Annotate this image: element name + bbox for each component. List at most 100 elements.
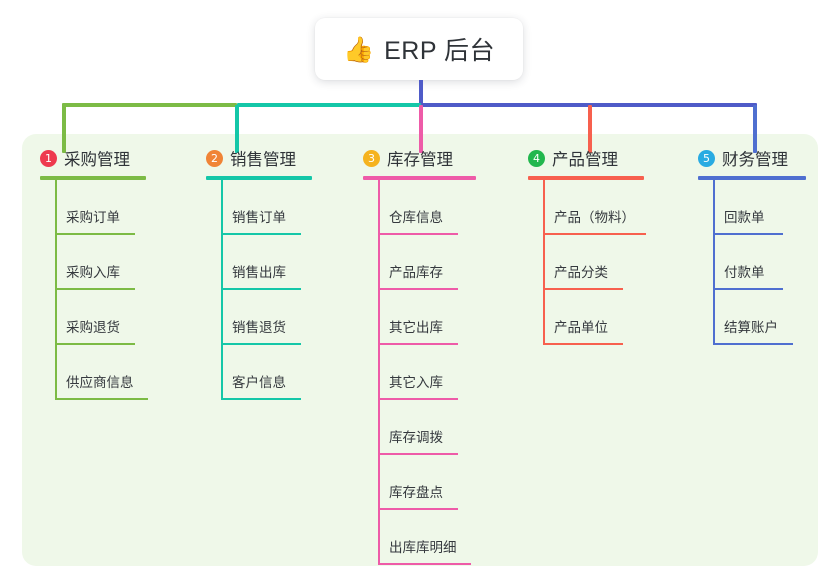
list-item-rule	[378, 233, 458, 235]
list-item-rule	[713, 233, 783, 235]
list-item-label: 产品分类	[554, 265, 608, 280]
list-item-rule	[55, 398, 148, 400]
drop-2	[235, 105, 239, 153]
list-item[interactable]: 销售退货	[206, 290, 312, 345]
list-item-label: 采购退货	[66, 320, 120, 335]
column-header-rule	[40, 176, 146, 180]
list-item[interactable]: 产品库存	[363, 235, 476, 290]
list-item-label: 供应商信息	[66, 375, 134, 390]
column-title: 销售管理	[230, 151, 296, 169]
drop-3	[419, 105, 423, 153]
list-item[interactable]: 出库库明细	[363, 510, 476, 565]
column-items: 产品（物料） 产品分类产品单位	[528, 180, 646, 345]
column-trunk-line	[543, 180, 545, 345]
list-item[interactable]: 采购入库	[40, 235, 146, 290]
column-title: 库存管理	[387, 151, 453, 169]
list-item-label: 付款单	[724, 265, 765, 280]
column-trunk-line	[55, 180, 57, 400]
list-item[interactable]: 其它出库	[363, 290, 476, 345]
column-trunk-line	[221, 180, 223, 400]
diagram-panel	[22, 134, 818, 566]
list-item-label: 出库库明细	[389, 540, 457, 555]
list-item[interactable]: 产品分类	[528, 235, 644, 290]
list-item[interactable]: 付款单	[698, 235, 806, 290]
list-item[interactable]: 结算账户	[698, 290, 806, 345]
list-item[interactable]: 销售出库	[206, 235, 312, 290]
list-item-label: 采购入库	[66, 265, 120, 280]
column-items: 仓库信息产品库存其它出库其它入库库存调拨库存盘点出库库明细	[363, 180, 476, 565]
list-item-rule	[378, 508, 458, 510]
column-header-3[interactable]: 3 库存管理	[363, 146, 476, 170]
number-badge-icon: 5	[698, 149, 715, 167]
list-item-label: 产品单位	[554, 320, 608, 335]
list-item-label: 其它入库	[389, 375, 443, 390]
list-item-label: 仓库信息	[389, 210, 443, 225]
list-item-label: 产品（物料）	[554, 210, 635, 225]
column-header-1[interactable]: 1 采购管理	[40, 146, 146, 170]
column-header-2[interactable]: 2 销售管理	[206, 146, 312, 170]
list-item-rule	[543, 233, 646, 235]
column-trunk-line	[713, 180, 715, 345]
drop-5	[753, 105, 757, 153]
thumbs-up-icon: 👍	[342, 34, 375, 64]
list-item-rule	[221, 233, 301, 235]
list-item[interactable]: 销售订单	[206, 180, 312, 235]
list-item[interactable]: 供应商信息	[40, 345, 148, 400]
column-items: 回款单付款单结算账户	[698, 180, 806, 345]
number-badge-icon: 2	[206, 149, 223, 167]
list-item-rule	[378, 563, 471, 565]
number-badge-icon: 4	[528, 149, 545, 167]
list-item-label: 销售出库	[232, 265, 286, 280]
number-badge-icon: 3	[363, 149, 380, 167]
list-item-rule	[378, 453, 458, 455]
column-3: 3 库存管理仓库信息产品库存其它出库其它入库库存调拨库存盘点出库库明细	[363, 146, 476, 565]
column-header-rule	[528, 176, 644, 180]
list-item-label: 其它出库	[389, 320, 443, 335]
column-title: 采购管理	[64, 151, 130, 169]
list-item-rule	[378, 398, 458, 400]
list-item-label: 客户信息	[232, 375, 286, 390]
list-item[interactable]: 其它入库	[363, 345, 476, 400]
list-item[interactable]: 产品（物料）	[528, 180, 646, 235]
list-item[interactable]: 回款单	[698, 180, 806, 235]
column-title: 财务管理	[722, 151, 788, 169]
column-items: 销售订单销售出库销售退货客户信息	[206, 180, 312, 400]
list-item-rule	[543, 343, 623, 345]
column-1: 1 采购管理采购订单采购入库采购退货供应商信息	[40, 146, 148, 400]
list-item-label: 销售退货	[232, 320, 286, 335]
list-item-label: 结算账户	[724, 320, 778, 335]
list-item-label: 库存盘点	[389, 485, 443, 500]
root-node-label: ERP 后台	[384, 37, 496, 65]
list-item-rule	[378, 288, 458, 290]
column-title: 产品管理	[552, 151, 618, 169]
list-item[interactable]: 采购退货	[40, 290, 146, 345]
list-item-rule	[221, 398, 301, 400]
column-4: 4 产品管理产品（物料） 产品分类产品单位	[528, 146, 646, 345]
list-item-label: 采购订单	[66, 210, 120, 225]
column-5: 5 财务管理回款单付款单结算账户	[698, 146, 806, 345]
column-header-4[interactable]: 4 产品管理	[528, 146, 644, 170]
list-item-rule	[221, 343, 301, 345]
list-item-rule	[55, 233, 135, 235]
column-items: 采购订单采购入库采购退货供应商信息	[40, 180, 148, 400]
root-node-card[interactable]: 👍 ERP 后台	[315, 18, 523, 80]
list-item-rule	[221, 288, 301, 290]
number-badge-icon: 1	[40, 149, 57, 167]
drop-1	[62, 105, 66, 153]
list-item-rule	[378, 343, 458, 345]
column-header-rule	[698, 176, 806, 180]
column-header-rule	[363, 176, 476, 180]
list-item[interactable]: 采购订单	[40, 180, 146, 235]
drop-4	[588, 105, 592, 153]
list-item[interactable]: 仓库信息	[363, 180, 476, 235]
list-item[interactable]: 库存盘点	[363, 455, 476, 510]
list-item-rule	[713, 288, 783, 290]
segment-green	[62, 103, 237, 107]
list-item-rule	[55, 288, 135, 290]
column-header-5[interactable]: 5 财务管理	[698, 146, 806, 170]
list-item-rule	[55, 343, 135, 345]
list-item[interactable]: 库存调拨	[363, 400, 476, 455]
list-item[interactable]: 客户信息	[206, 345, 312, 400]
list-item[interactable]: 产品单位	[528, 290, 644, 345]
